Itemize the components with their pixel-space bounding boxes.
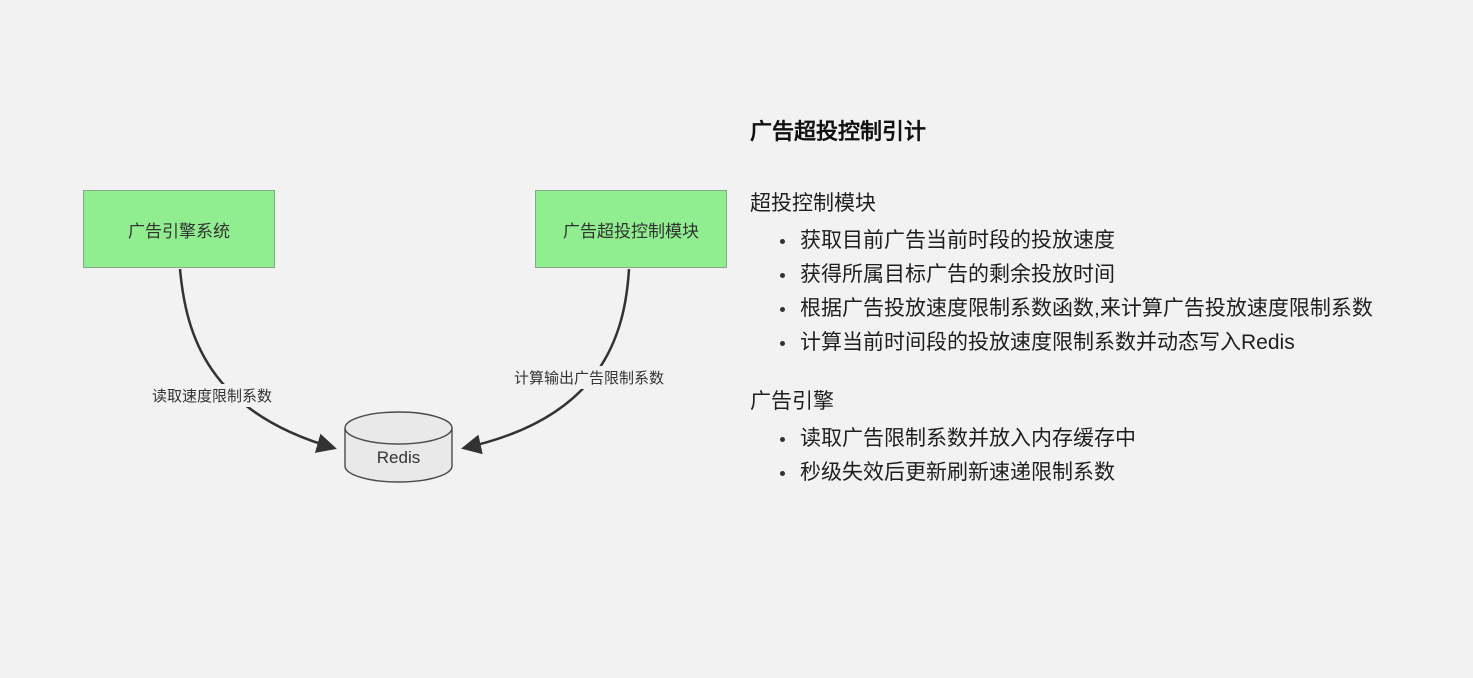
bullet-dot-icon bbox=[780, 239, 785, 244]
database-label: Redis bbox=[376, 448, 421, 467]
notes-panel: 广告超投控制引计 超投控制模块 获取目前广告当前时段的投放速度 获得所属目标广告… bbox=[750, 118, 1398, 490]
list-item: 计算当前时间段的投放速度限制系数并动态写入Redis bbox=[750, 326, 1398, 360]
edge-label-read: 读取速度限制系数 bbox=[149, 384, 276, 407]
list-item: 获得所属目标广告的剩余投放时间 bbox=[750, 258, 1398, 292]
list-item-text: 根据广告投放速度限制系数函数,来计算广告投放速度限制系数 bbox=[800, 297, 1373, 320]
bullet-dot-icon bbox=[780, 273, 785, 278]
database-cylinder-icon bbox=[344, 411, 453, 483]
list-item: 读取广告限制系数并放入内存缓存中 bbox=[750, 422, 1398, 456]
section-heading: 广告引擎 bbox=[750, 390, 834, 413]
notes-title: 广告超投控制引计 bbox=[750, 119, 927, 144]
list-item: 秒级失效后更新刷新速递限制系数 bbox=[750, 456, 1398, 490]
node-overspend-control: 广告超投控制模块 bbox=[535, 190, 727, 268]
bullet-dot-icon bbox=[780, 307, 785, 312]
bullet-dot-icon bbox=[780, 341, 785, 346]
node-ad-engine-label: 广告引擎系统 bbox=[128, 221, 230, 241]
bullet-list: 读取广告限制系数并放入内存缓存中 秒级失效后更新刷新速递限制系数 bbox=[750, 422, 1398, 490]
node-ad-engine: 广告引擎系统 bbox=[83, 190, 275, 268]
list-item-text: 秒级失效后更新刷新速递限制系数 bbox=[800, 461, 1115, 484]
section-ad-engine: 广告引擎 读取广告限制系数并放入内存缓存中 秒级失效后更新刷新速递限制系数 bbox=[750, 388, 1398, 490]
edge-write-coefficient bbox=[461, 268, 631, 455]
section-overspend-control: 超投控制模块 获取目前广告当前时段的投放速度 获得所属目标广告的剩余投放时间 根… bbox=[750, 190, 1398, 360]
list-item-text: 读取广告限制系数并放入内存缓存中 bbox=[800, 427, 1136, 450]
list-item-text: 获取目前广告当前时段的投放速度 bbox=[800, 229, 1115, 252]
edge-label-write: 计算输出广告限制系数 bbox=[511, 366, 668, 389]
list-item-text: 计算当前时间段的投放速度限制系数并动态写入Redis bbox=[800, 331, 1295, 354]
bullet-dot-icon bbox=[780, 471, 785, 476]
list-item: 根据广告投放速度限制系数函数,来计算广告投放速度限制系数 bbox=[750, 292, 1398, 326]
list-item: 获取目前广告当前时段的投放速度 bbox=[750, 224, 1398, 258]
section-heading: 超投控制模块 bbox=[750, 192, 876, 215]
list-item-text: 获得所属目标广告的剩余投放时间 bbox=[800, 263, 1115, 286]
edge-read-coefficient bbox=[178, 268, 337, 453]
bullet-dot-icon bbox=[780, 437, 785, 442]
node-overspend-control-label: 广告超投控制模块 bbox=[563, 221, 699, 241]
bullet-list: 获取目前广告当前时段的投放速度 获得所属目标广告的剩余投放时间 根据广告投放速度… bbox=[750, 224, 1398, 360]
